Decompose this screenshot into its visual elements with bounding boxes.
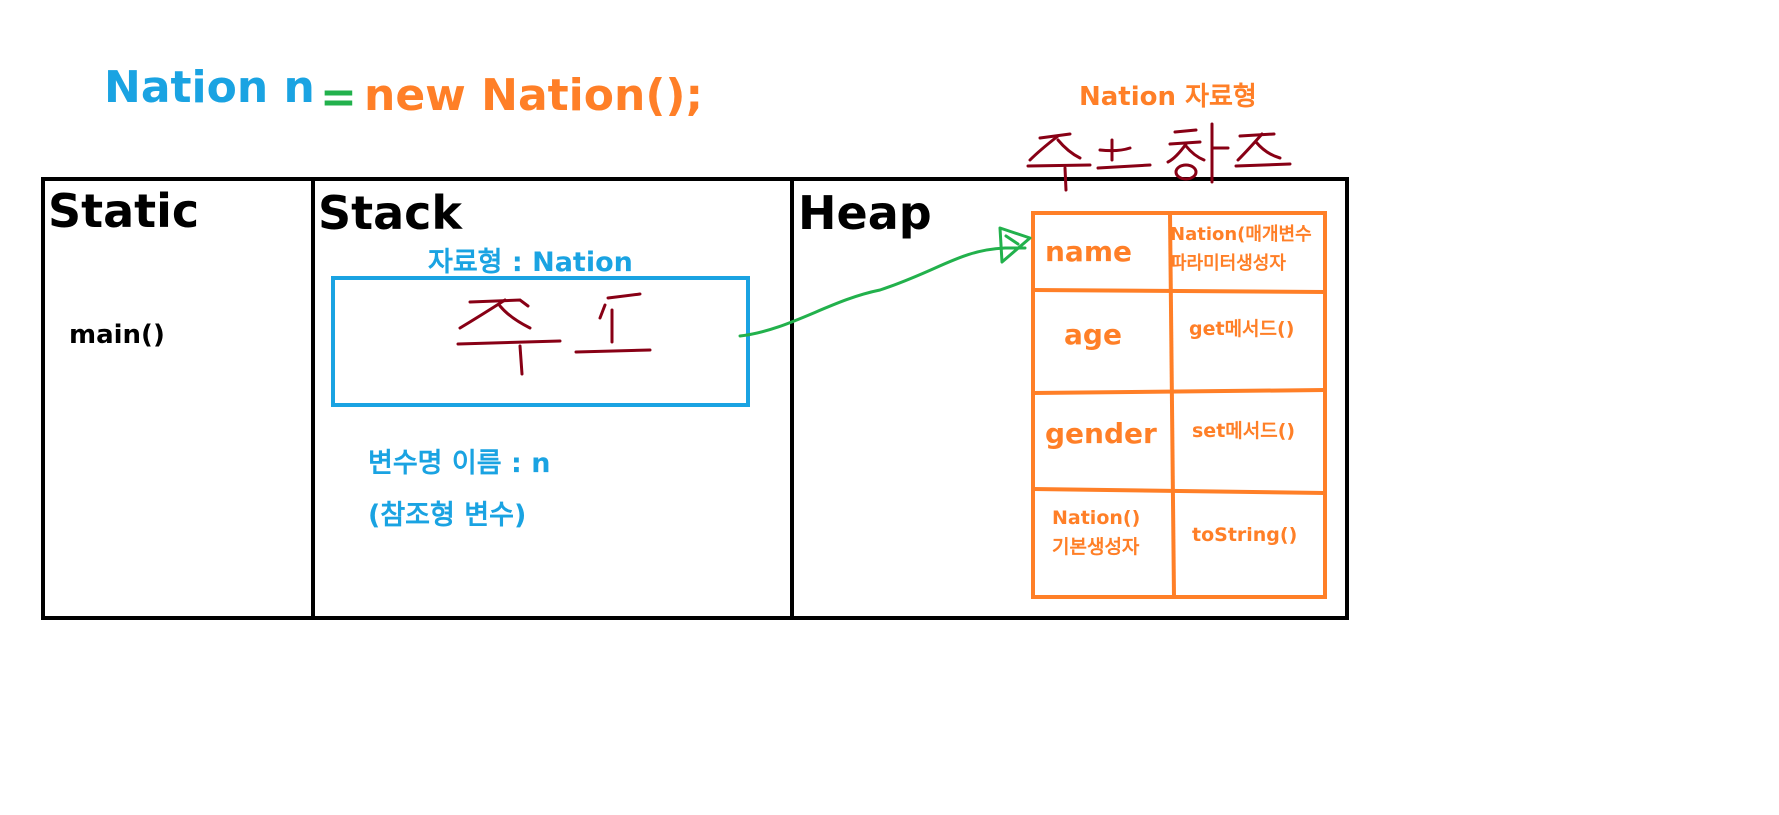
- heap-row-divider-3: [1032, 487, 1326, 495]
- field-name: name: [1045, 235, 1132, 268]
- param-constructor-cell: Nation(매개변수 파라미터생성자: [1170, 220, 1312, 278]
- code-constructor-call: new Nation();: [364, 70, 704, 121]
- field-age: age: [1064, 318, 1122, 351]
- param-constructor-name: Nation(매개변수: [1170, 224, 1312, 245]
- variable-name-label: 변수명 이름 : n: [368, 448, 551, 479]
- default-constructor-name: Nation(): [1052, 507, 1141, 529]
- reference-arrow: [738, 226, 1032, 338]
- reference-arrowhead-detail: [1004, 234, 1020, 246]
- heap-type-caption: Nation 자료형: [1079, 82, 1257, 112]
- heap-section-title: Heap: [798, 186, 932, 240]
- heap-row-divider-1: [1032, 288, 1326, 294]
- memory-outer-box: [41, 177, 1349, 620]
- heap-object-grid: [1031, 211, 1327, 599]
- heap-object-box: [1031, 211, 1327, 599]
- param-constructor-desc: 파라미터생성자: [1170, 253, 1286, 274]
- default-constructor-desc: 기본생성자: [1052, 536, 1140, 558]
- heap-row-divider-2: [1032, 388, 1326, 395]
- reference-type-label: (참조형 변수): [368, 500, 527, 531]
- heap-handwriting-address-reference: [1026, 122, 1292, 192]
- reference-arrowhead: [998, 226, 1032, 264]
- stack-type-label: 자료형 : Nation: [428, 247, 633, 278]
- tostring-method: toString(): [1192, 524, 1298, 546]
- field-gender: gender: [1045, 417, 1157, 450]
- setter-method: set메서드(): [1192, 420, 1296, 442]
- code-equals-sign: =: [320, 72, 357, 123]
- stack-variable-box: [331, 276, 750, 407]
- heap-object-column-divider: [1168, 212, 1176, 598]
- static-section-title: Static: [48, 184, 200, 238]
- reference-arrow-line: [738, 246, 1027, 338]
- main-method-label: main(): [69, 320, 165, 350]
- code-type-declaration: Nation n: [104, 62, 315, 113]
- getter-method: get메서드(): [1189, 318, 1295, 340]
- default-constructor-cell: Nation() 기본생성자: [1052, 504, 1140, 562]
- stack-handwriting-address: [456, 292, 652, 376]
- stack-section-title: Stack: [318, 186, 463, 240]
